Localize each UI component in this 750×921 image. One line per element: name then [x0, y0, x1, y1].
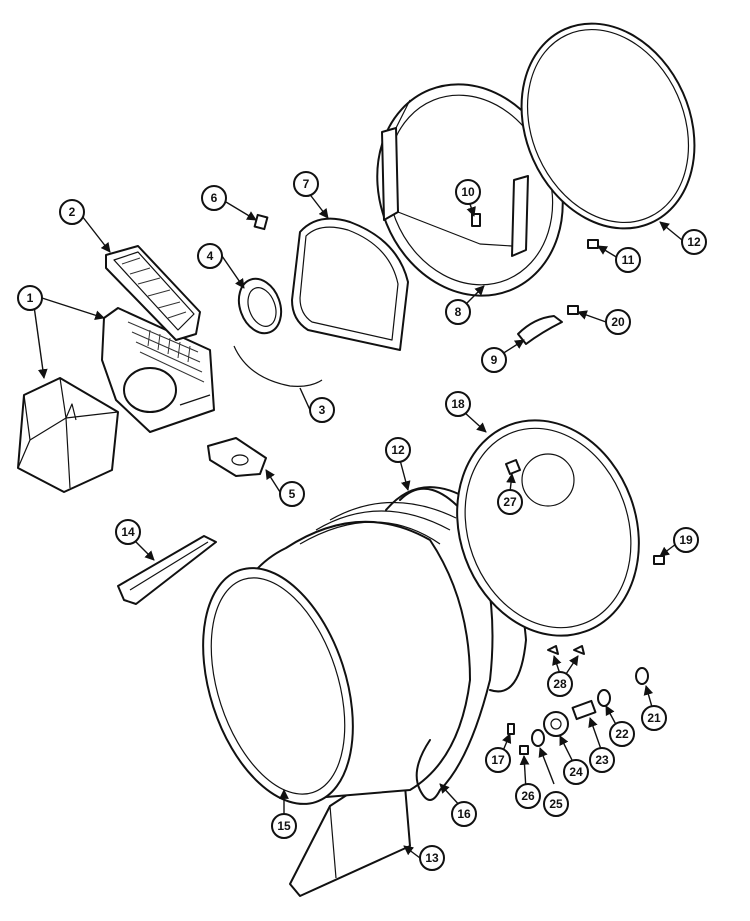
callout-9: 9: [481, 347, 507, 373]
svg-text:19: 19: [679, 533, 693, 547]
svg-text:28: 28: [553, 677, 567, 691]
svg-text:14: 14: [121, 525, 135, 539]
lint-filter: [105, 245, 201, 341]
callout-21: 21: [641, 705, 667, 731]
clip-27: [505, 459, 521, 475]
screw-10: [471, 213, 481, 227]
bracket-14: [117, 535, 217, 605]
rear-bulkhead: [456, 419, 640, 637]
clip: [253, 213, 269, 231]
callout-27: 27: [497, 489, 523, 515]
nut-26: [519, 745, 529, 755]
washer-21: [635, 667, 649, 685]
svg-text:7: 7: [303, 177, 310, 191]
svg-text:20: 20: [611, 315, 625, 329]
washer-22: [597, 689, 611, 707]
callout-5: 5: [279, 481, 305, 507]
svg-text:5: 5: [289, 487, 296, 501]
callout-13: 13: [419, 845, 445, 871]
svg-text:21: 21: [647, 711, 661, 725]
screw-20: [567, 305, 579, 315]
svg-text:3: 3: [319, 403, 326, 417]
svg-text:25: 25: [549, 797, 563, 811]
callout-11: 11: [615, 247, 641, 273]
svg-text:18: 18: [451, 397, 465, 411]
svg-text:17: 17: [491, 753, 505, 767]
svg-text:23: 23: [595, 753, 609, 767]
duct-lower: [17, 377, 119, 493]
d-seal: [291, 217, 409, 351]
screw-19: [653, 555, 665, 565]
svg-text:10: 10: [461, 185, 475, 199]
svg-text:16: 16: [457, 807, 471, 821]
callout-12-rear: 12: [385, 437, 411, 463]
callout-6: 6: [201, 185, 227, 211]
callout-23: 23: [589, 747, 615, 773]
felt-seal-top: [520, 22, 696, 230]
wire-spring: [233, 345, 323, 387]
svg-text:24: 24: [569, 765, 583, 779]
pin-17: [507, 723, 515, 735]
duct-upper: [101, 307, 215, 433]
bracket-small: [207, 437, 267, 477]
bearing-ring: [237, 277, 283, 335]
callout-4: 4: [197, 243, 223, 269]
callout-3: 3: [309, 397, 335, 423]
clips-28: [547, 645, 585, 655]
callout-16: 16: [451, 801, 477, 827]
callout-8: 8: [445, 299, 471, 325]
svg-text:2: 2: [69, 205, 76, 219]
svg-text:6: 6: [211, 191, 218, 205]
callout-20: 20: [605, 309, 631, 335]
svg-text:11: 11: [622, 253, 635, 267]
callout-28: 28: [547, 671, 573, 697]
callout-22: 22: [609, 721, 635, 747]
shaft: [571, 699, 597, 721]
svg-text:13: 13: [425, 851, 439, 865]
svg-text:27: 27: [503, 495, 517, 509]
callout-10: 10: [455, 179, 481, 205]
svg-text:4: 4: [207, 249, 214, 263]
svg-text:9: 9: [491, 353, 498, 367]
svg-text:1: 1: [27, 291, 34, 305]
callout-7: 7: [293, 171, 319, 197]
callout-19: 19: [673, 527, 699, 553]
callout-14: 14: [115, 519, 141, 545]
callout-17: 17: [485, 747, 511, 773]
door-handle: [517, 315, 563, 345]
svg-text:12: 12: [391, 443, 405, 457]
callout-26: 26: [515, 783, 541, 809]
screw-11: [587, 239, 599, 249]
svg-text:12: 12: [687, 235, 701, 249]
callout-2: 2: [59, 199, 85, 225]
callout-12-top: 12: [681, 229, 707, 255]
bearing-24: [543, 711, 569, 737]
svg-text:15: 15: [277, 819, 291, 833]
drum: [202, 501, 471, 805]
svg-text:22: 22: [615, 727, 629, 741]
callout-15: 15: [271, 813, 297, 839]
washer-25: [531, 729, 545, 747]
callout-25: 25: [543, 791, 569, 817]
callout-24: 24: [563, 759, 589, 785]
svg-text:26: 26: [521, 789, 535, 803]
callout-1: 1: [17, 285, 43, 311]
callout-18: 18: [445, 391, 471, 417]
svg-text:8: 8: [455, 305, 462, 319]
